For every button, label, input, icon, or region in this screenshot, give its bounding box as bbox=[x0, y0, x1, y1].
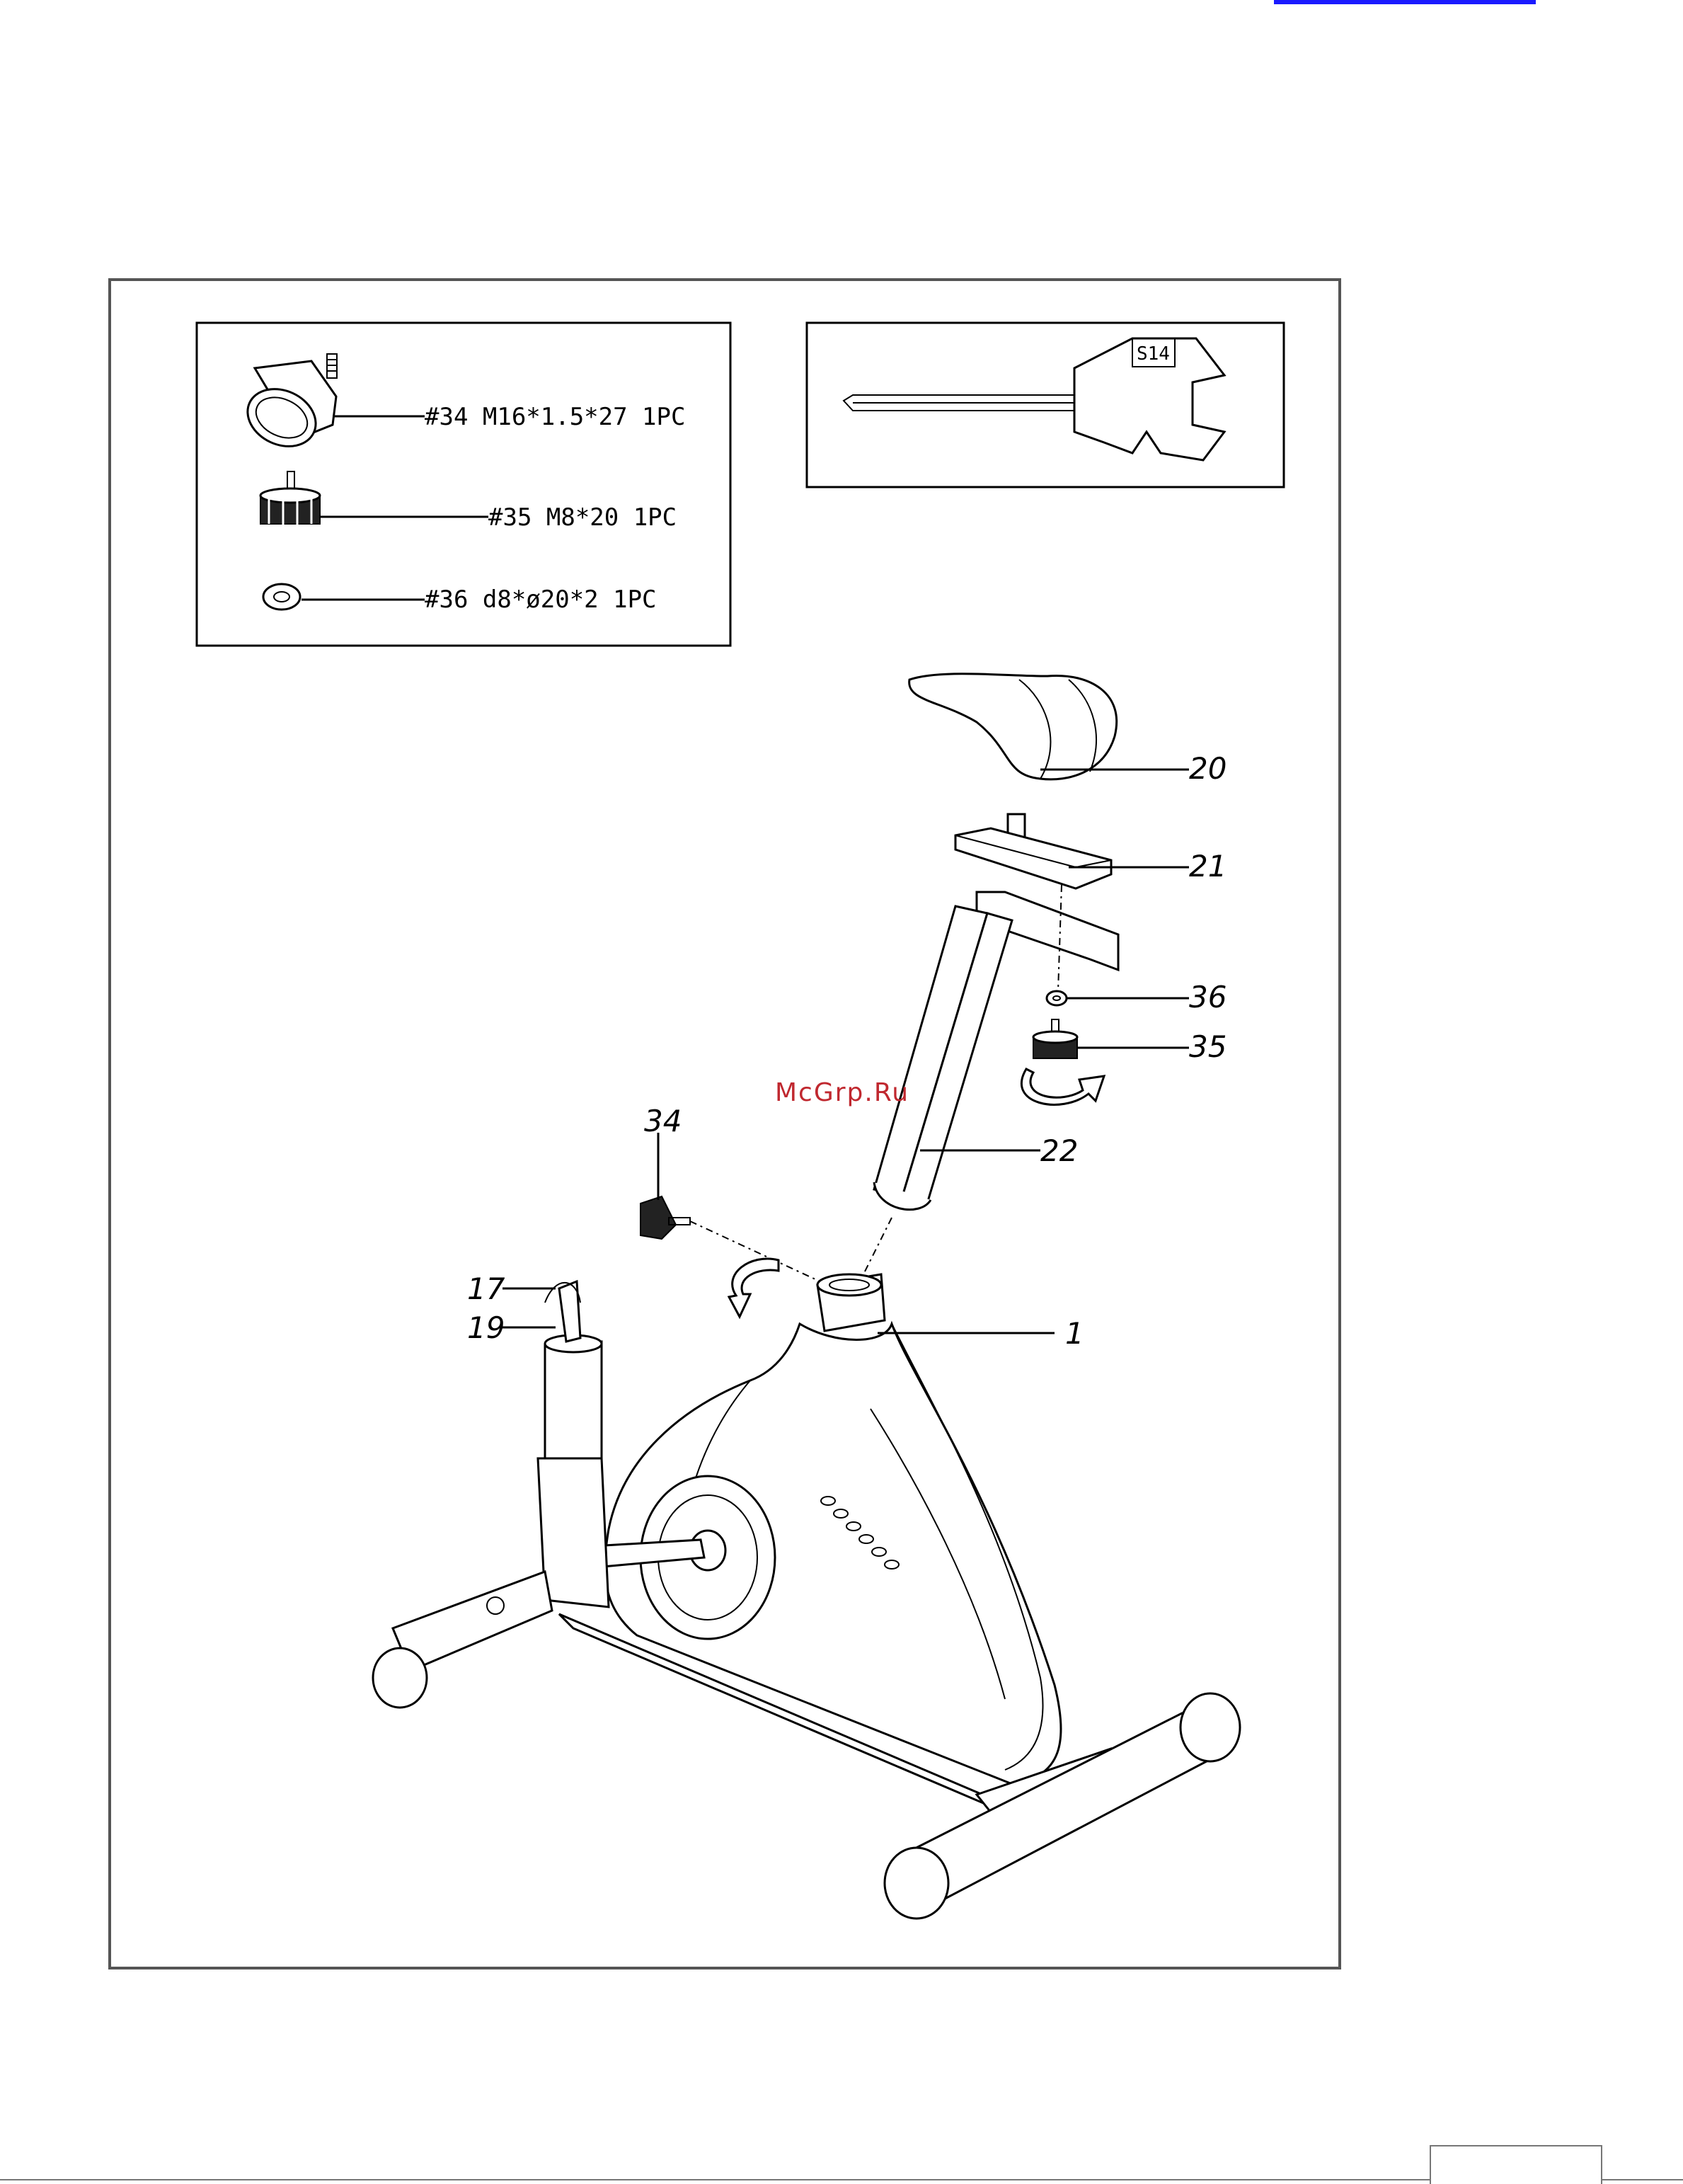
wrench-label: S14 bbox=[1137, 343, 1170, 365]
tool-box: S14 bbox=[807, 323, 1284, 487]
callout-21: 21 bbox=[1189, 849, 1227, 884]
callout-19: 19 bbox=[467, 1310, 505, 1345]
callout-17: 17 bbox=[467, 1271, 505, 1306]
seat-post-part-22 bbox=[874, 892, 1118, 1210]
seat-part-20 bbox=[909, 674, 1117, 779]
knob-35-icon bbox=[260, 471, 320, 527]
callout-20: 20 bbox=[1189, 751, 1227, 786]
washer-36-icon bbox=[263, 584, 300, 610]
screwdriver-wrench-icon: S14 bbox=[844, 338, 1224, 460]
callout-35: 35 bbox=[1189, 1029, 1227, 1064]
hardware-label-36: #36 d8*ø20*2 1PC bbox=[425, 585, 657, 614]
callout-1: 1 bbox=[1065, 1316, 1084, 1351]
handlebar-stem-tube bbox=[545, 1281, 602, 1469]
washer-36-assembly-icon bbox=[1047, 991, 1067, 1005]
page-number-tab bbox=[1430, 2145, 1602, 2184]
hardware-box: #34 M16*1.5*27 1PC #35 M8*20 1PC #36 d8*… bbox=[197, 323, 730, 646]
front-stabilizer bbox=[373, 1572, 552, 1708]
knob-35-assembly-icon bbox=[1033, 1019, 1077, 1058]
main-frame-part-1 bbox=[538, 1274, 1118, 1812]
callout-22: 22 bbox=[1040, 1133, 1078, 1168]
seat-slide-part-21 bbox=[955, 814, 1111, 888]
hardware-label-35: #35 M8*20 1PC bbox=[488, 503, 677, 532]
knob-34-assembly-icon bbox=[641, 1196, 690, 1239]
knob-34-icon bbox=[239, 354, 337, 457]
rotate-arrow-icon bbox=[1021, 1069, 1104, 1104]
rotate-arrow-icon-2 bbox=[729, 1259, 779, 1317]
diagram-frame bbox=[110, 280, 1340, 1968]
callout-34: 34 bbox=[644, 1104, 682, 1138]
callout-36: 36 bbox=[1189, 980, 1227, 1014]
watermark-text: McGrp.Ru bbox=[775, 1078, 909, 1107]
hardware-label-34: #34 M16*1.5*27 1PC bbox=[425, 403, 685, 431]
